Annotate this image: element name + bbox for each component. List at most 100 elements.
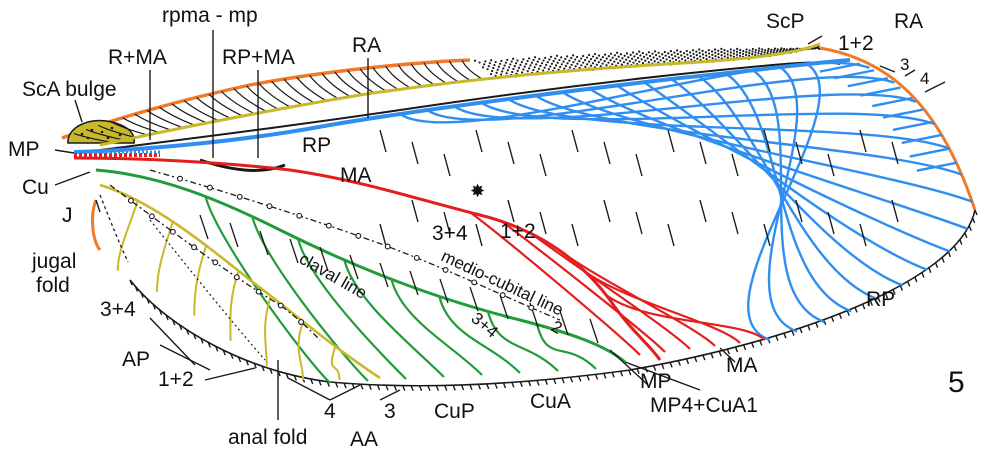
claval-marker (148, 213, 155, 220)
margin-tick (261, 365, 265, 372)
costal-stipple (647, 61, 650, 64)
clavus-crossvein (229, 222, 239, 248)
rp-crossvein (603, 141, 611, 165)
costal-stipple (490, 72, 493, 76)
costal-stipple (601, 62, 604, 65)
claval-marker (277, 302, 284, 309)
costal-stipple (658, 55, 661, 58)
mp-stem (74, 150, 160, 157)
costal-stipple (757, 52, 760, 55)
ma-branch (605, 294, 766, 341)
margin-tick (669, 362, 673, 368)
costal-stipple (773, 47, 777, 50)
costal-stipple (550, 62, 554, 65)
rp-crossvein (731, 211, 739, 235)
costal-stipple (645, 53, 648, 56)
rp-fork (819, 62, 861, 73)
margin-tick (759, 340, 763, 346)
costal-stipple (554, 57, 557, 60)
costal-stipple (650, 58, 653, 61)
anal-branch (264, 295, 272, 366)
label-fold: fold (36, 274, 70, 297)
costal-stipple (589, 64, 593, 67)
costal-stipple (488, 62, 492, 65)
costal-stipple (530, 61, 534, 64)
costal-stipple (772, 51, 775, 54)
label-ap-3-4: 3+4 (100, 298, 136, 321)
costal-crossvein (97, 124, 136, 139)
margin-tick (178, 324, 183, 331)
costal-stipple (732, 52, 735, 55)
costal-stipple (510, 60, 513, 63)
costal-stipple (714, 51, 717, 54)
costal-stipple (473, 59, 477, 62)
medio-cubital-marker (499, 292, 506, 299)
costal-stipple (780, 47, 783, 50)
costal-stipple (634, 59, 637, 62)
label-ra-top: RA (352, 34, 381, 57)
costal-stipple (679, 50, 682, 53)
costal-stipple (639, 54, 642, 57)
costal-stipple (689, 51, 692, 54)
label-aa-4: 4 (324, 400, 336, 423)
margin-tick (823, 319, 827, 325)
costal-stipple (627, 56, 630, 59)
margin-tick (435, 385, 440, 391)
rp-crossvein (699, 199, 707, 223)
costal-stipple (533, 66, 536, 69)
costal-stipple (494, 60, 497, 64)
costal-stipple (506, 58, 509, 61)
costal-stipple (527, 67, 531, 70)
costal-stipple (580, 57, 583, 60)
costal-stipple (571, 54, 575, 57)
claval-marker (169, 228, 176, 235)
margin-tick (129, 279, 133, 286)
costal-stipple (717, 56, 720, 59)
costal-stipple (582, 61, 585, 64)
costal-stipple (574, 58, 577, 61)
costal-stipple (696, 57, 699, 60)
costal-stipple (655, 54, 658, 57)
margin-tick (310, 378, 314, 385)
rp-crossvein (667, 223, 675, 247)
costal-stipple (581, 54, 585, 58)
ra-vein (99, 61, 841, 151)
margin-tick (185, 329, 190, 335)
margin-tick (830, 316, 835, 323)
costal-stipple (720, 54, 723, 57)
costal-stipple (607, 61, 610, 64)
clavus-crossvein (289, 238, 299, 264)
margin-tick (947, 251, 952, 258)
costal-stipple (560, 63, 563, 66)
label-aa: AA (350, 428, 378, 451)
costal-crossvein (183, 100, 220, 122)
costal-crossvein (196, 96, 232, 119)
costal-stipple (491, 69, 494, 73)
margin-tick (775, 335, 779, 341)
costal-stipple (553, 67, 556, 70)
costal-crossvein (321, 73, 351, 98)
costal-stipple (547, 68, 550, 71)
cu-branch (296, 238, 407, 380)
costal-stipple (560, 56, 563, 59)
costal-stipple (745, 51, 748, 54)
costal-stipple (723, 48, 726, 52)
costal-stipple (754, 48, 757, 52)
margin-tick (838, 313, 843, 320)
rp-crossvein (827, 211, 835, 235)
costal-stipple (494, 74, 497, 77)
costal-crossvein (85, 128, 124, 141)
margin-tick (460, 384, 465, 391)
cu-branch (343, 259, 445, 378)
costal-stipple (607, 55, 610, 58)
costal-stipple (653, 60, 656, 63)
costal-stipple (677, 56, 680, 59)
costal-stipple (641, 62, 645, 65)
costal-stipple (587, 60, 591, 63)
costal-stipple (493, 63, 496, 67)
margin-tick (253, 362, 257, 369)
costal-stipple (540, 62, 544, 65)
costal-stipple (538, 57, 541, 61)
margin-tick (561, 377, 565, 384)
rp-branch (561, 91, 973, 203)
